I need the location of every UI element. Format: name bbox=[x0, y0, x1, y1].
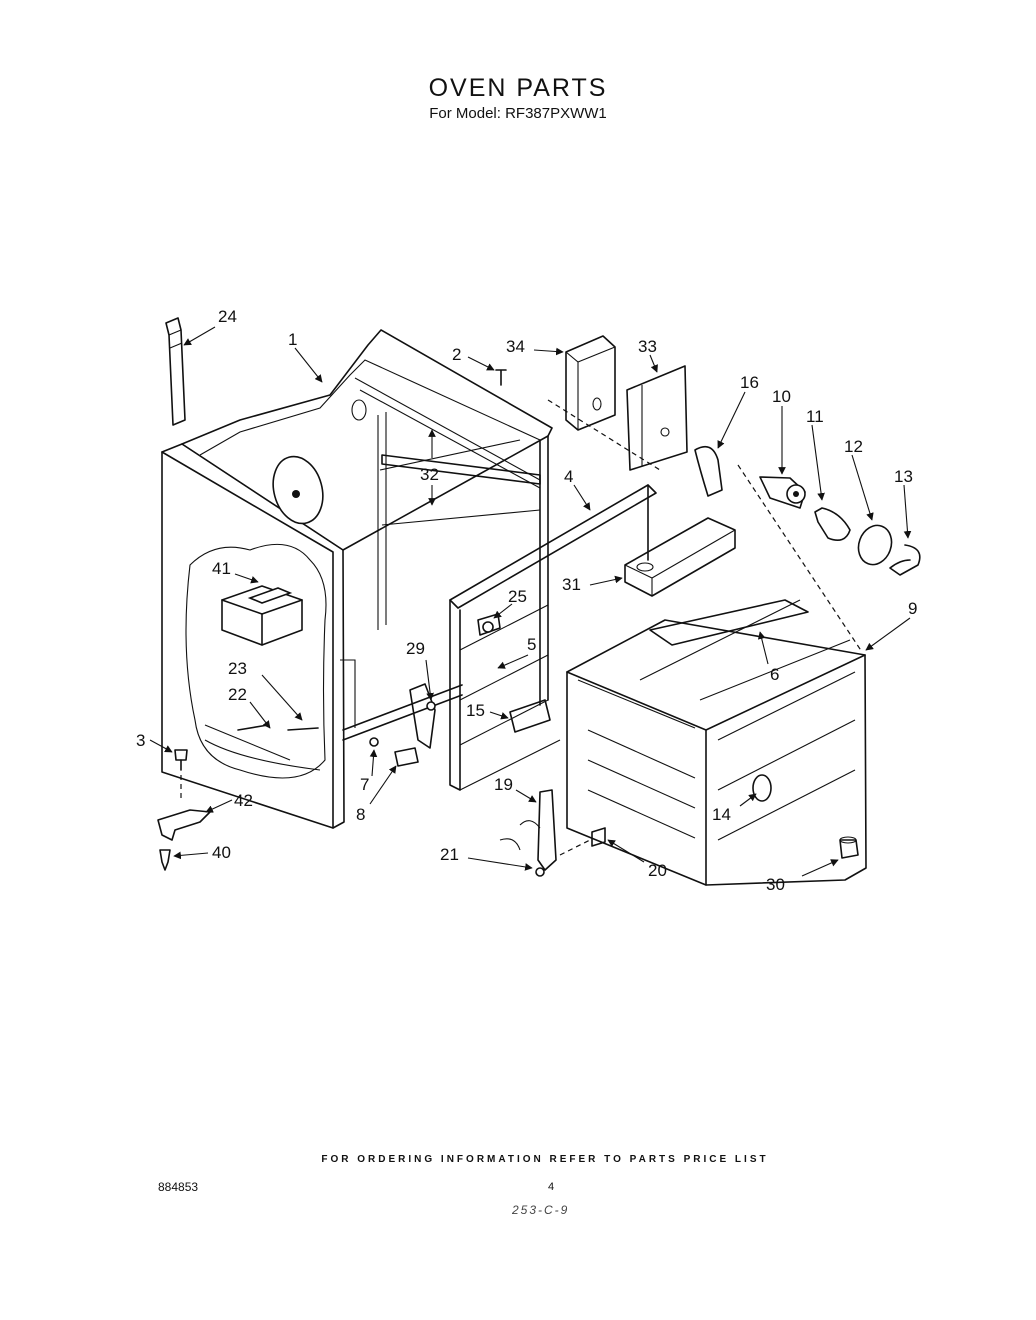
part-19-hinge bbox=[499, 789, 557, 871]
part-33-plate bbox=[626, 365, 688, 471]
callout-15: 15 bbox=[466, 701, 485, 720]
model-subtitle: For Model: RF387PXWW1 bbox=[429, 105, 607, 122]
part-9-oven-liner bbox=[547, 399, 867, 886]
page-number: 4 bbox=[548, 1181, 555, 1193]
callout-21: 21 bbox=[440, 845, 459, 864]
callout-23: 23 bbox=[228, 659, 247, 678]
handwritten-note: 253-C-9 bbox=[512, 1203, 570, 1217]
part-15-plate bbox=[509, 699, 551, 733]
page-title: OVEN PARTS bbox=[428, 74, 608, 102]
ordering-note: FOR ORDERING INFORMATION REFER TO PARTS … bbox=[321, 1154, 769, 1165]
part-1-oven-body bbox=[161, 329, 657, 829]
callout-5: 5 bbox=[527, 635, 536, 654]
callout-2: 2 bbox=[452, 345, 461, 364]
part-20-screw bbox=[559, 827, 606, 856]
callout-14: 14 bbox=[712, 805, 731, 824]
callout-6: 6 bbox=[770, 665, 779, 684]
leader-lines bbox=[149, 326, 912, 877]
part-41-control-box bbox=[185, 543, 327, 779]
part-25-bracket bbox=[477, 613, 501, 636]
part-13-clip bbox=[889, 544, 921, 576]
part-7-nut bbox=[369, 737, 379, 747]
callout-25: 25 bbox=[508, 587, 527, 606]
callout-7: 7 bbox=[360, 775, 369, 794]
callout-31: 31 bbox=[562, 575, 581, 594]
callout-24: 24 bbox=[218, 307, 237, 326]
callout-33: 33 bbox=[638, 337, 657, 356]
part-42-leveling-bracket bbox=[157, 809, 211, 841]
part-16-vent-tube bbox=[694, 445, 723, 497]
callout-11: 11 bbox=[806, 407, 824, 426]
callout-4: 4 bbox=[564, 467, 573, 486]
callout-42: 42 bbox=[234, 791, 253, 810]
callout-12: 12 bbox=[844, 437, 863, 456]
part-21-screw bbox=[535, 867, 545, 877]
callout-labels: 24 1 2 34 33 16 10 11 12 13 32 4 31 9 41… bbox=[136, 307, 917, 894]
part-24-trim-strip bbox=[165, 317, 186, 426]
part-29-switch bbox=[409, 683, 436, 749]
callout-20: 20 bbox=[648, 861, 667, 880]
callout-10: 10 bbox=[772, 387, 791, 406]
part-12-lens bbox=[857, 524, 893, 566]
callout-32: 32 bbox=[420, 465, 439, 484]
callout-29: 29 bbox=[406, 639, 425, 658]
callout-16: 16 bbox=[740, 373, 759, 392]
callout-13: 13 bbox=[894, 467, 913, 486]
part-40-leveling-leg bbox=[159, 849, 171, 871]
part-10-lamp-socket bbox=[759, 476, 806, 509]
callout-40: 40 bbox=[212, 843, 231, 862]
callout-19: 19 bbox=[494, 775, 513, 794]
part-30-foot bbox=[839, 836, 859, 859]
part-34-bracket bbox=[565, 335, 616, 431]
callout-9: 9 bbox=[908, 599, 917, 618]
callout-34: 34 bbox=[506, 337, 525, 356]
part-31-insulation bbox=[624, 517, 736, 597]
callout-3: 3 bbox=[136, 731, 145, 750]
part-8-bracket bbox=[394, 747, 419, 767]
part-2-screw bbox=[495, 369, 507, 386]
document-number: 884853 bbox=[158, 1180, 199, 1194]
part-11-bulb bbox=[814, 507, 851, 541]
callout-22: 22 bbox=[228, 685, 247, 704]
callout-41: 41 bbox=[212, 559, 231, 578]
part-3-screw bbox=[174, 749, 188, 800]
callout-8: 8 bbox=[356, 805, 365, 824]
callout-1: 1 bbox=[288, 330, 297, 349]
callout-30: 30 bbox=[766, 875, 785, 894]
